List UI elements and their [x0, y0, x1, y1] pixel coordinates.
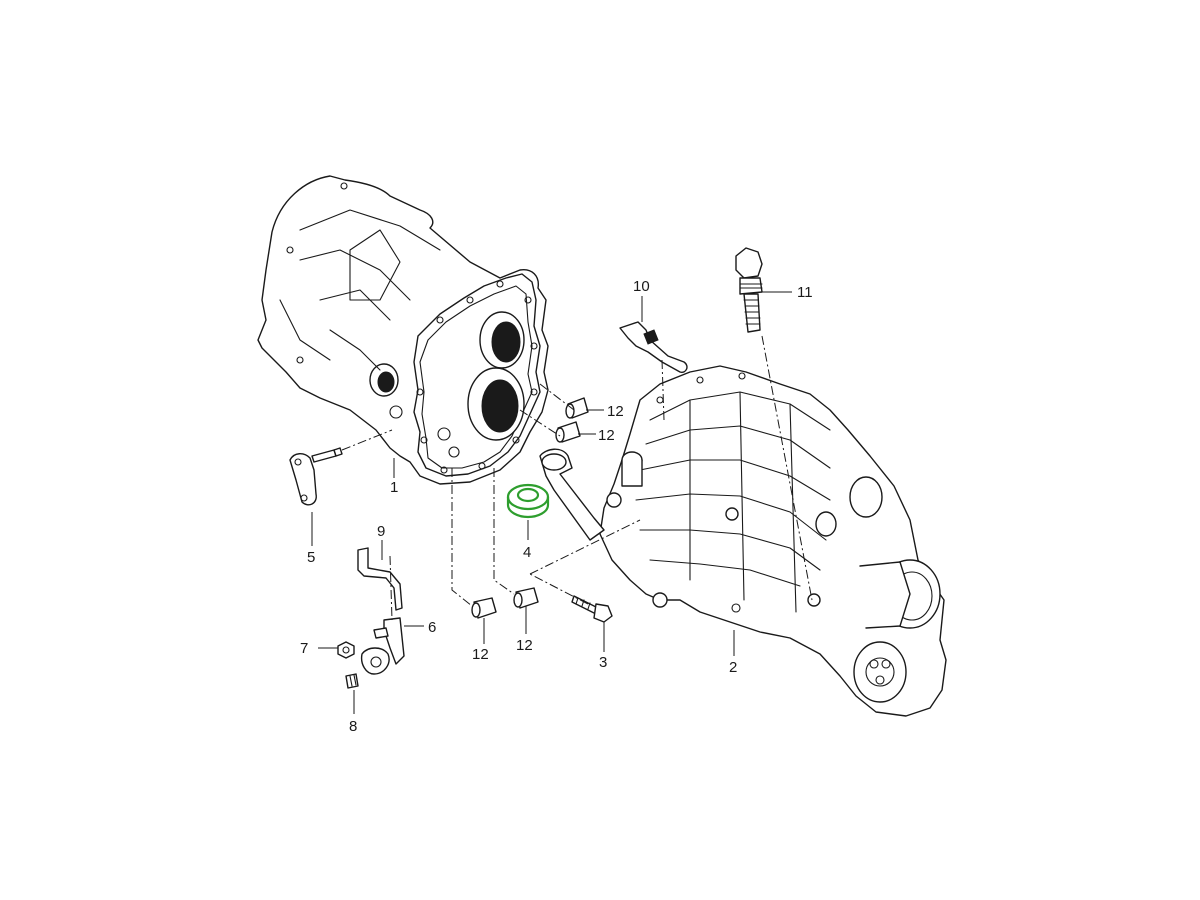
callout-7: 7	[300, 640, 308, 657]
callout-4: 4	[523, 544, 531, 561]
part-11-sensor[interactable]	[735, 247, 763, 333]
callout-6: 6	[428, 619, 436, 636]
part-2-gearbox-housing[interactable]	[599, 365, 947, 717]
part-12-bushing-middle[interactable]	[555, 421, 581, 443]
callout-11: 11	[797, 284, 813, 301]
callout-12-lower-right: 12	[516, 637, 533, 654]
part-3-bolt[interactable]	[571, 595, 613, 623]
assembly-lines	[341, 335, 813, 621]
callout-2: 2	[729, 659, 737, 676]
callout-12-lower-left: 12	[472, 646, 489, 663]
part-12-bushing-upper[interactable]	[565, 397, 589, 419]
callout-8: 8	[349, 718, 357, 735]
part-6-selector-bracket[interactable]	[373, 617, 405, 665]
part-1-bell-housing[interactable]	[257, 175, 549, 485]
callout-labels: 1 2 3 4 5 6 7 8 9 10 11 12 12 12 12	[300, 278, 813, 735]
part-12-bushing-lower-right[interactable]	[513, 587, 539, 609]
part-9-bent-bracket[interactable]	[357, 547, 403, 611]
part-4-seal-ring[interactable]	[506, 483, 550, 519]
leader-lines	[311, 291, 792, 714]
callout-10: 10	[633, 278, 650, 295]
callout-3: 3	[599, 654, 607, 671]
part-12-bushing-lower-left[interactable]	[471, 597, 497, 619]
callout-1: 1	[390, 479, 398, 496]
part-10-sensor-bracket[interactable]	[619, 321, 688, 374]
callout-12-middle: 12	[598, 427, 615, 444]
callout-12-upper: 12	[607, 403, 624, 420]
callout-5: 5	[307, 549, 315, 566]
shift-arm	[539, 448, 605, 541]
part-5-lever-pin[interactable]	[289, 447, 343, 506]
callout-9: 9	[377, 523, 385, 540]
part-8-clip[interactable]	[345, 647, 390, 689]
part-7-nut[interactable]	[337, 641, 355, 659]
